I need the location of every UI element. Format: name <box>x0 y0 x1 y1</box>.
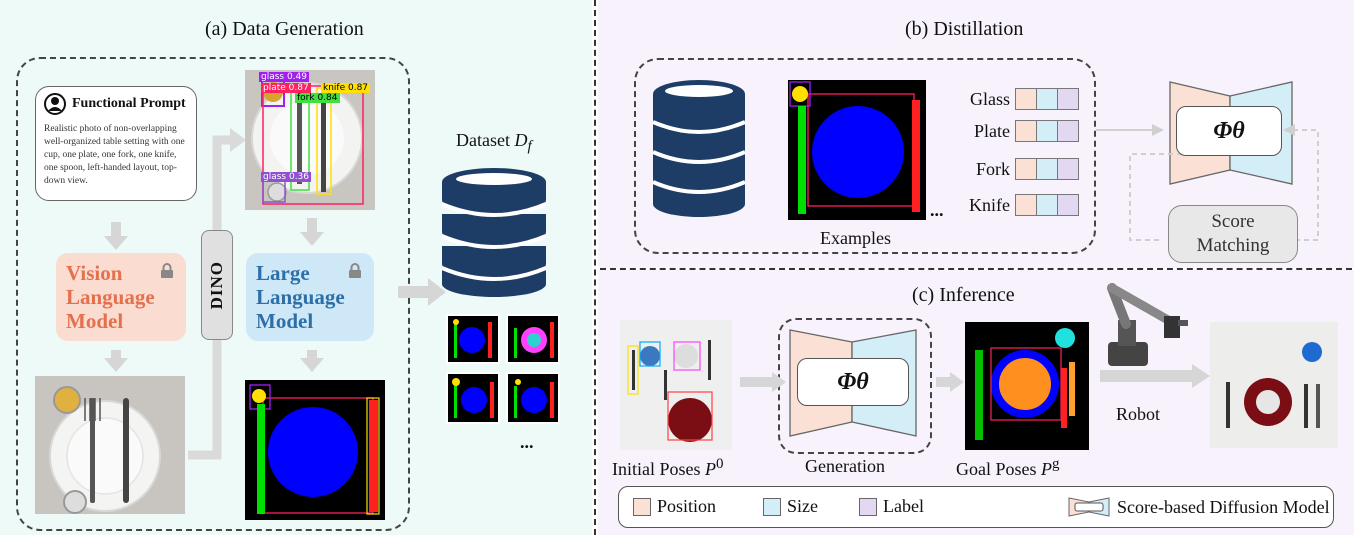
final-scene-photo <box>1210 322 1338 448</box>
legend-position: Position <box>633 496 716 517</box>
large-language-model: Large Language Model <box>246 253 374 341</box>
initial-poses-text: Initial Poses <box>612 459 701 479</box>
dino-detector: DINO <box>201 230 233 340</box>
initial-poses-label: Initial Poses P0 <box>612 456 724 480</box>
dataset-symbol: D <box>514 130 528 150</box>
detection-label: knife 0.87 <box>321 83 371 93</box>
diffusion-model-icon <box>1068 497 1110 517</box>
robot-arrow <box>1100 364 1210 388</box>
feature-row-knife: Knife <box>956 194 1079 216</box>
dataset-thumbnail <box>506 372 560 424</box>
detection-label: glass 0.36 <box>261 172 312 182</box>
lock-icon <box>160 263 174 288</box>
phi-theta-label: Φθ <box>1213 117 1245 144</box>
initial-poses-symbol: P <box>705 459 716 479</box>
dataset-text: Dataset <box>456 130 510 150</box>
object-label: Glass <box>970 88 1010 109</box>
legend-model: Score-based Diffusion Model <box>1067 496 1330 518</box>
legend-model-text: Score-based Diffusion Model <box>1117 496 1330 517</box>
database-icon <box>441 168 547 297</box>
feature-row-glass: Glass <box>956 88 1079 110</box>
dataset-label: Dataset Df <box>456 130 532 156</box>
legend-label: Label <box>859 496 924 517</box>
phi-theta-block: Φθ <box>1176 106 1282 156</box>
dataset-thumbnail <box>446 372 500 424</box>
goal-poses-text: Goal Poses <box>956 459 1037 479</box>
goal-poses-symbol: P <box>1041 459 1052 479</box>
legend-label-text: Label <box>883 496 924 516</box>
layout-render <box>245 380 385 520</box>
score-label-1: Score <box>1211 211 1255 232</box>
generated-table-photo <box>35 376 185 514</box>
examples-database-icon <box>652 80 746 217</box>
position-cube-icon <box>633 497 651 516</box>
vision-language-model: Vision Language Model <box>56 253 186 341</box>
initial-poses-superscript: 0 <box>716 456 724 472</box>
dino-label: DINO <box>207 260 226 310</box>
user-icon <box>44 93 66 115</box>
panel-a-title: (a) Data Generation <box>205 18 364 40</box>
vlm-word-2: Language <box>66 285 155 309</box>
score-label-2: Matching <box>1196 235 1270 256</box>
prompt-text: Realistic photo of non-overlapping well-… <box>44 124 185 186</box>
detection-label: fork 0.84 <box>295 93 340 103</box>
examples-box <box>634 58 1096 254</box>
goal-layout <box>965 322 1089 450</box>
object-label: Fork <box>975 158 1010 179</box>
size-cube-icon <box>763 497 781 516</box>
dataset-subscript: f <box>527 138 532 155</box>
feature-row-plate: Plate <box>956 120 1079 142</box>
generation-label: Generation <box>805 456 885 476</box>
dataset-more: ... <box>520 432 534 452</box>
detection-photo: glass 0.49 plate 0.87 knife 0.87 fork 0.… <box>245 70 375 210</box>
phi-theta-label: Φθ <box>837 368 869 395</box>
legend-size: Size <box>763 496 818 517</box>
examples-ellipsis: ... <box>930 200 944 220</box>
detection-label: plate 0.87 <box>261 83 311 93</box>
vertical-separator <box>594 0 596 535</box>
goal-poses-superscript: g <box>1052 456 1060 472</box>
phi-theta-block: Φθ <box>797 358 909 406</box>
llm-word-3: Model <box>256 309 314 333</box>
example-layout <box>788 80 926 220</box>
legend: Position Size Label Score-based Diffusio… <box>618 486 1334 528</box>
goal-poses-label: Goal Poses Pg <box>956 456 1060 480</box>
initial-scene-photo <box>620 320 732 450</box>
robot-label: Robot <box>1116 404 1161 424</box>
examples-label: Examples <box>820 228 891 248</box>
feature-row-fork: Fork <box>956 158 1079 180</box>
detection-label: glass 0.49 <box>259 72 310 82</box>
llm-word-1: Large <box>256 261 310 285</box>
object-label: Plate <box>974 120 1010 141</box>
panel-c-title: (c) Inference <box>912 284 1015 306</box>
horizontal-separator <box>600 268 1352 270</box>
dataset-thumbnail <box>446 314 500 364</box>
score-matching-block: Score Matching <box>1168 205 1298 263</box>
vlm-word-1: Vision <box>66 261 123 285</box>
vlm-word-3: Model <box>66 309 124 333</box>
dataset-thumbnail <box>506 314 560 364</box>
functional-prompt-card: Functional Prompt Realistic photo of non… <box>35 86 197 201</box>
object-label: Knife <box>969 194 1010 215</box>
llm-word-2: Language <box>256 285 345 309</box>
lock-icon <box>348 263 362 288</box>
panel-b-title: (b) Distillation <box>905 18 1024 40</box>
legend-size-text: Size <box>787 496 818 516</box>
label-cube-icon <box>859 497 877 516</box>
legend-position-text: Position <box>657 496 717 516</box>
robot-arm-icon <box>1107 283 1188 366</box>
prompt-title: Functional Prompt <box>72 96 186 111</box>
